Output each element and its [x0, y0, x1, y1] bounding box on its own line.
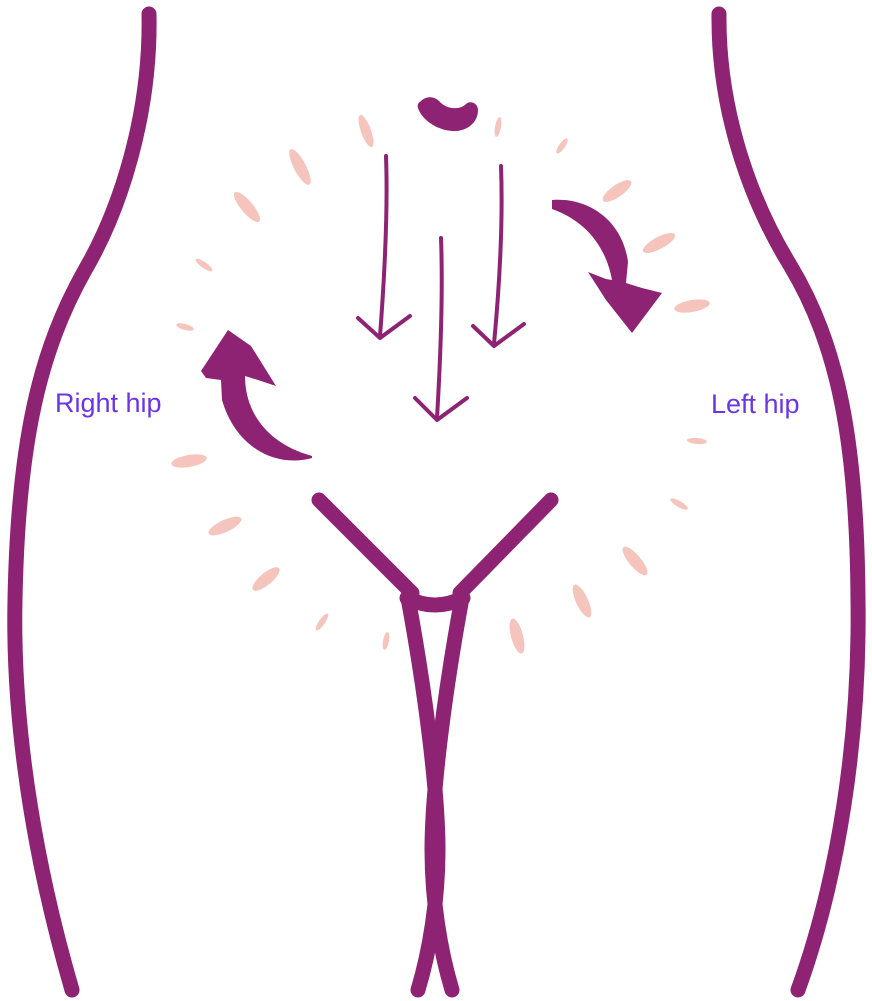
curved-arrow-right-icon [552, 200, 662, 333]
accent-dash [194, 257, 214, 273]
accent-dash [669, 496, 689, 511]
navel-icon [418, 97, 478, 131]
accent-dash [554, 137, 569, 155]
accent-dash [507, 617, 528, 655]
accent-dash [176, 322, 195, 332]
accent-dash [230, 189, 264, 226]
inner-thigh-right [432, 598, 462, 990]
accent-dash [569, 582, 595, 620]
accent-dash [687, 437, 707, 445]
right-hip-label: Right hip [55, 390, 162, 417]
accent-dash [619, 543, 651, 578]
groin-left-line [319, 500, 412, 593]
accent-dash [493, 117, 502, 138]
accent-dash [249, 563, 283, 594]
accent-dash [600, 176, 635, 205]
accent-dash [673, 297, 711, 315]
left-hip-outline [719, 14, 858, 990]
curved-arrow-left-icon [201, 330, 312, 461]
down-arrow-icon [473, 166, 524, 346]
accent-dash [381, 632, 390, 651]
accent-dash [206, 513, 244, 539]
groin-right-line [460, 500, 551, 593]
left-hip-label: Left hip [711, 391, 800, 418]
down-arrow-icon [415, 238, 467, 420]
down-arrow-icon [358, 156, 410, 338]
accent-dash [170, 452, 208, 470]
right-hip-outline [15, 14, 149, 990]
accent-dash [355, 113, 376, 148]
accent-dash [640, 229, 677, 256]
accent-dash [285, 147, 314, 188]
accent-dash [314, 612, 330, 632]
